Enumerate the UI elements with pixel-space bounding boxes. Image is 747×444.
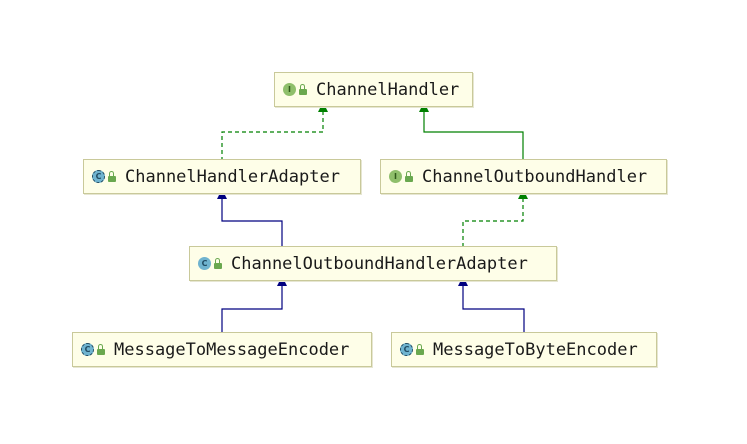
- node-message-to-byte-encoder[interactable]: C MessageToByteEncoder: [391, 332, 657, 367]
- edge-outbound-adapter-to-handler-adapter: [217, 189, 283, 247]
- edge-handler-adapter-to-handler: [221, 102, 328, 161]
- node-channel-outbound-handler-adapter[interactable]: C ChannelOutboundHandlerAdapter: [189, 246, 557, 281]
- abstract-class-icon: C: [92, 170, 105, 183]
- edge-outbound-handler-to-handler: [419, 102, 524, 161]
- public-lock-icon: [108, 171, 117, 182]
- node-label: ChannelOutboundHandler: [422, 166, 648, 187]
- interface-icon: I: [389, 170, 402, 183]
- node-channel-handler[interactable]: I ChannelHandler: [274, 72, 473, 107]
- edge-mb-encoder-to-outbound-adapter: [458, 276, 525, 333]
- public-lock-icon: [299, 84, 308, 95]
- node-label: MessageToByteEncoder: [433, 339, 638, 360]
- node-channel-outbound-handler[interactable]: I ChannelOutboundHandler: [380, 159, 667, 194]
- node-message-to-message-encoder[interactable]: C MessageToMessageEncoder: [72, 332, 372, 367]
- abstract-class-icon: C: [81, 343, 94, 356]
- node-label: ChannelHandlerAdapter: [125, 166, 340, 187]
- node-label: ChannelOutboundHandlerAdapter: [231, 253, 528, 274]
- edge-outbound-adapter-to-outbound-handler: [462, 189, 528, 247]
- abstract-class-icon: C: [400, 343, 413, 356]
- node-label: MessageToMessageEncoder: [114, 339, 350, 360]
- public-lock-icon: [214, 258, 223, 269]
- node-channel-handler-adapter[interactable]: C ChannelHandlerAdapter: [83, 159, 361, 194]
- public-lock-icon: [405, 171, 414, 182]
- public-lock-icon: [416, 344, 425, 355]
- class-icon: C: [198, 257, 211, 270]
- node-label: ChannelHandler: [316, 79, 460, 100]
- edge-mm-encoder-to-outbound-adapter: [221, 276, 287, 333]
- public-lock-icon: [97, 344, 106, 355]
- interface-icon: I: [283, 83, 296, 96]
